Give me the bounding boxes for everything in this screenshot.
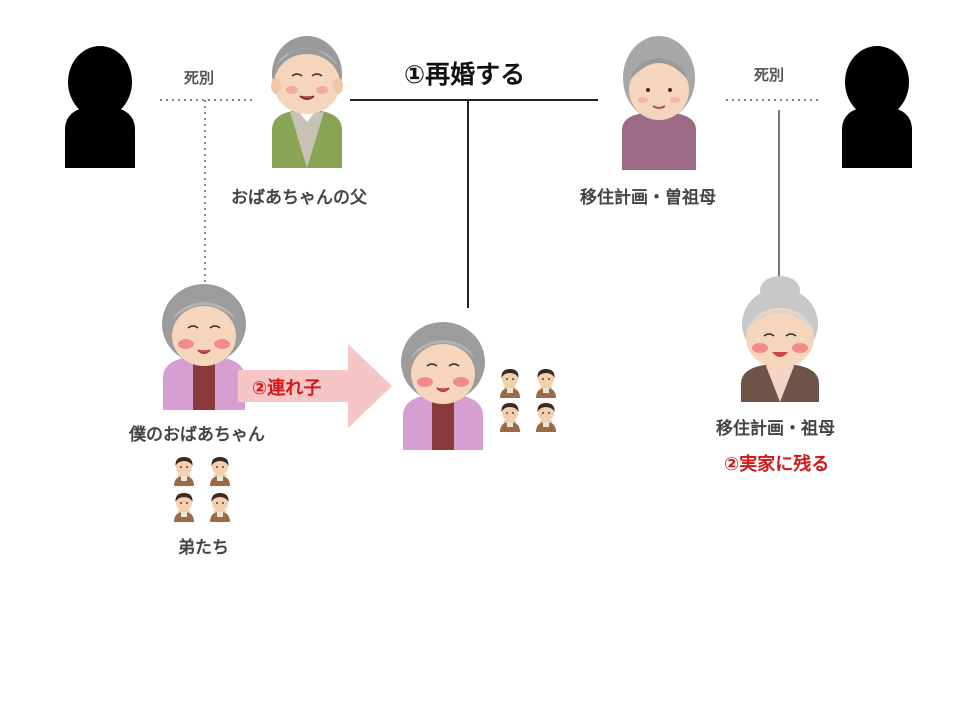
grandma-father-label: おばあちゃんの父 <box>231 188 367 208</box>
elderly-woman-bun-icon <box>741 276 819 402</box>
great-grandmother-label: 移住計画・曽祖母 <box>580 188 716 208</box>
boy-icon <box>210 493 230 522</box>
death-label-left: 死別 <box>184 69 215 87</box>
connection-lines <box>160 99 818 308</box>
person-silhouette-icon <box>842 46 912 168</box>
boy-icon <box>500 369 520 398</box>
elderly-woman-icon <box>622 36 696 170</box>
boy-icon <box>174 493 194 522</box>
boy-icon <box>210 457 230 486</box>
remarry-label: ①再婚する <box>404 60 526 89</box>
elderly-man-icon <box>271 36 343 168</box>
grandmother-label: 移住計画・祖母 <box>716 419 835 439</box>
boy-icon <box>536 403 556 432</box>
person-silhouette-icon <box>65 46 135 168</box>
step-child-label: ②連れ子 <box>252 378 322 399</box>
death-label-right: 死別 <box>754 66 785 84</box>
my-grandma-label: 僕のおばあちゃん <box>129 425 265 445</box>
brothers-label: 弟たち <box>178 538 229 558</box>
boys-group-center <box>500 369 556 432</box>
boy-icon <box>174 457 194 486</box>
elderly-woman-smiling-icon <box>401 322 485 450</box>
step-child-arrow <box>238 344 392 428</box>
boy-icon <box>536 369 556 398</box>
boys-group-brothers <box>174 457 230 522</box>
boy-icon <box>500 403 520 432</box>
elderly-woman-smiling-icon <box>162 284 246 410</box>
stay-home-label: ②実家に残る <box>724 454 830 475</box>
